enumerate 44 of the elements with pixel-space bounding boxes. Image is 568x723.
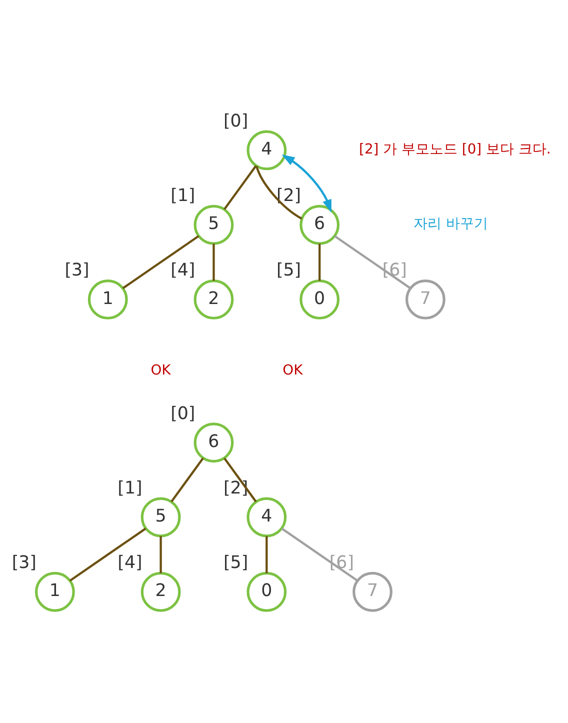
node-circle: 6 bbox=[194, 422, 234, 463]
node-circle: 7 bbox=[352, 572, 392, 612]
connector bbox=[224, 165, 257, 210]
connector bbox=[281, 528, 358, 582]
label: OK bbox=[282, 362, 303, 378]
node-circle: 2 bbox=[140, 572, 181, 612]
connector bbox=[318, 244, 321, 281]
node-label: [4] bbox=[118, 553, 142, 574]
node-label: [2] bbox=[224, 478, 248, 498]
connector bbox=[256, 166, 302, 220]
connector bbox=[170, 458, 204, 502]
connector bbox=[160, 536, 162, 574]
node-circle: 1 bbox=[88, 280, 128, 320]
node-label: [6] bbox=[329, 553, 354, 574]
connector bbox=[212, 244, 215, 281]
node-circle: 5 bbox=[194, 204, 234, 245]
node-circle: 1 bbox=[34, 572, 75, 612]
node-circle: 7 bbox=[405, 280, 446, 320]
node-circle: 0 bbox=[246, 572, 287, 612]
connector bbox=[69, 528, 146, 582]
node-label: [1] bbox=[118, 478, 142, 498]
node-circle: 4 bbox=[246, 130, 287, 170]
node-label: [6] bbox=[382, 260, 407, 281]
connector bbox=[224, 458, 257, 502]
node-circle: 4 bbox=[246, 497, 287, 538]
node-label: [4] bbox=[170, 260, 196, 281]
node-label: [5] bbox=[276, 260, 302, 281]
node-circle: 0 bbox=[300, 280, 340, 320]
connector bbox=[122, 235, 200, 290]
label: 자리 바꾸기 bbox=[413, 216, 488, 232]
connector bbox=[266, 536, 268, 574]
connector bbox=[334, 235, 411, 290]
node-circle: 6 bbox=[300, 204, 340, 245]
label: OK bbox=[150, 362, 171, 378]
label: [2] 가 부모노드 [0] 보다 크다. bbox=[359, 142, 551, 158]
node-label: [3] bbox=[12, 553, 36, 574]
node-label: [1] bbox=[170, 186, 196, 206]
node-circle: 5 bbox=[140, 497, 181, 538]
node-label: [3] bbox=[64, 260, 90, 281]
node-label: [5] bbox=[224, 553, 248, 574]
node-circle: 2 bbox=[194, 280, 234, 320]
node-label: [0] bbox=[224, 111, 248, 132]
arrow bbox=[282, 154, 332, 213]
node-label: [0] bbox=[170, 404, 196, 424]
